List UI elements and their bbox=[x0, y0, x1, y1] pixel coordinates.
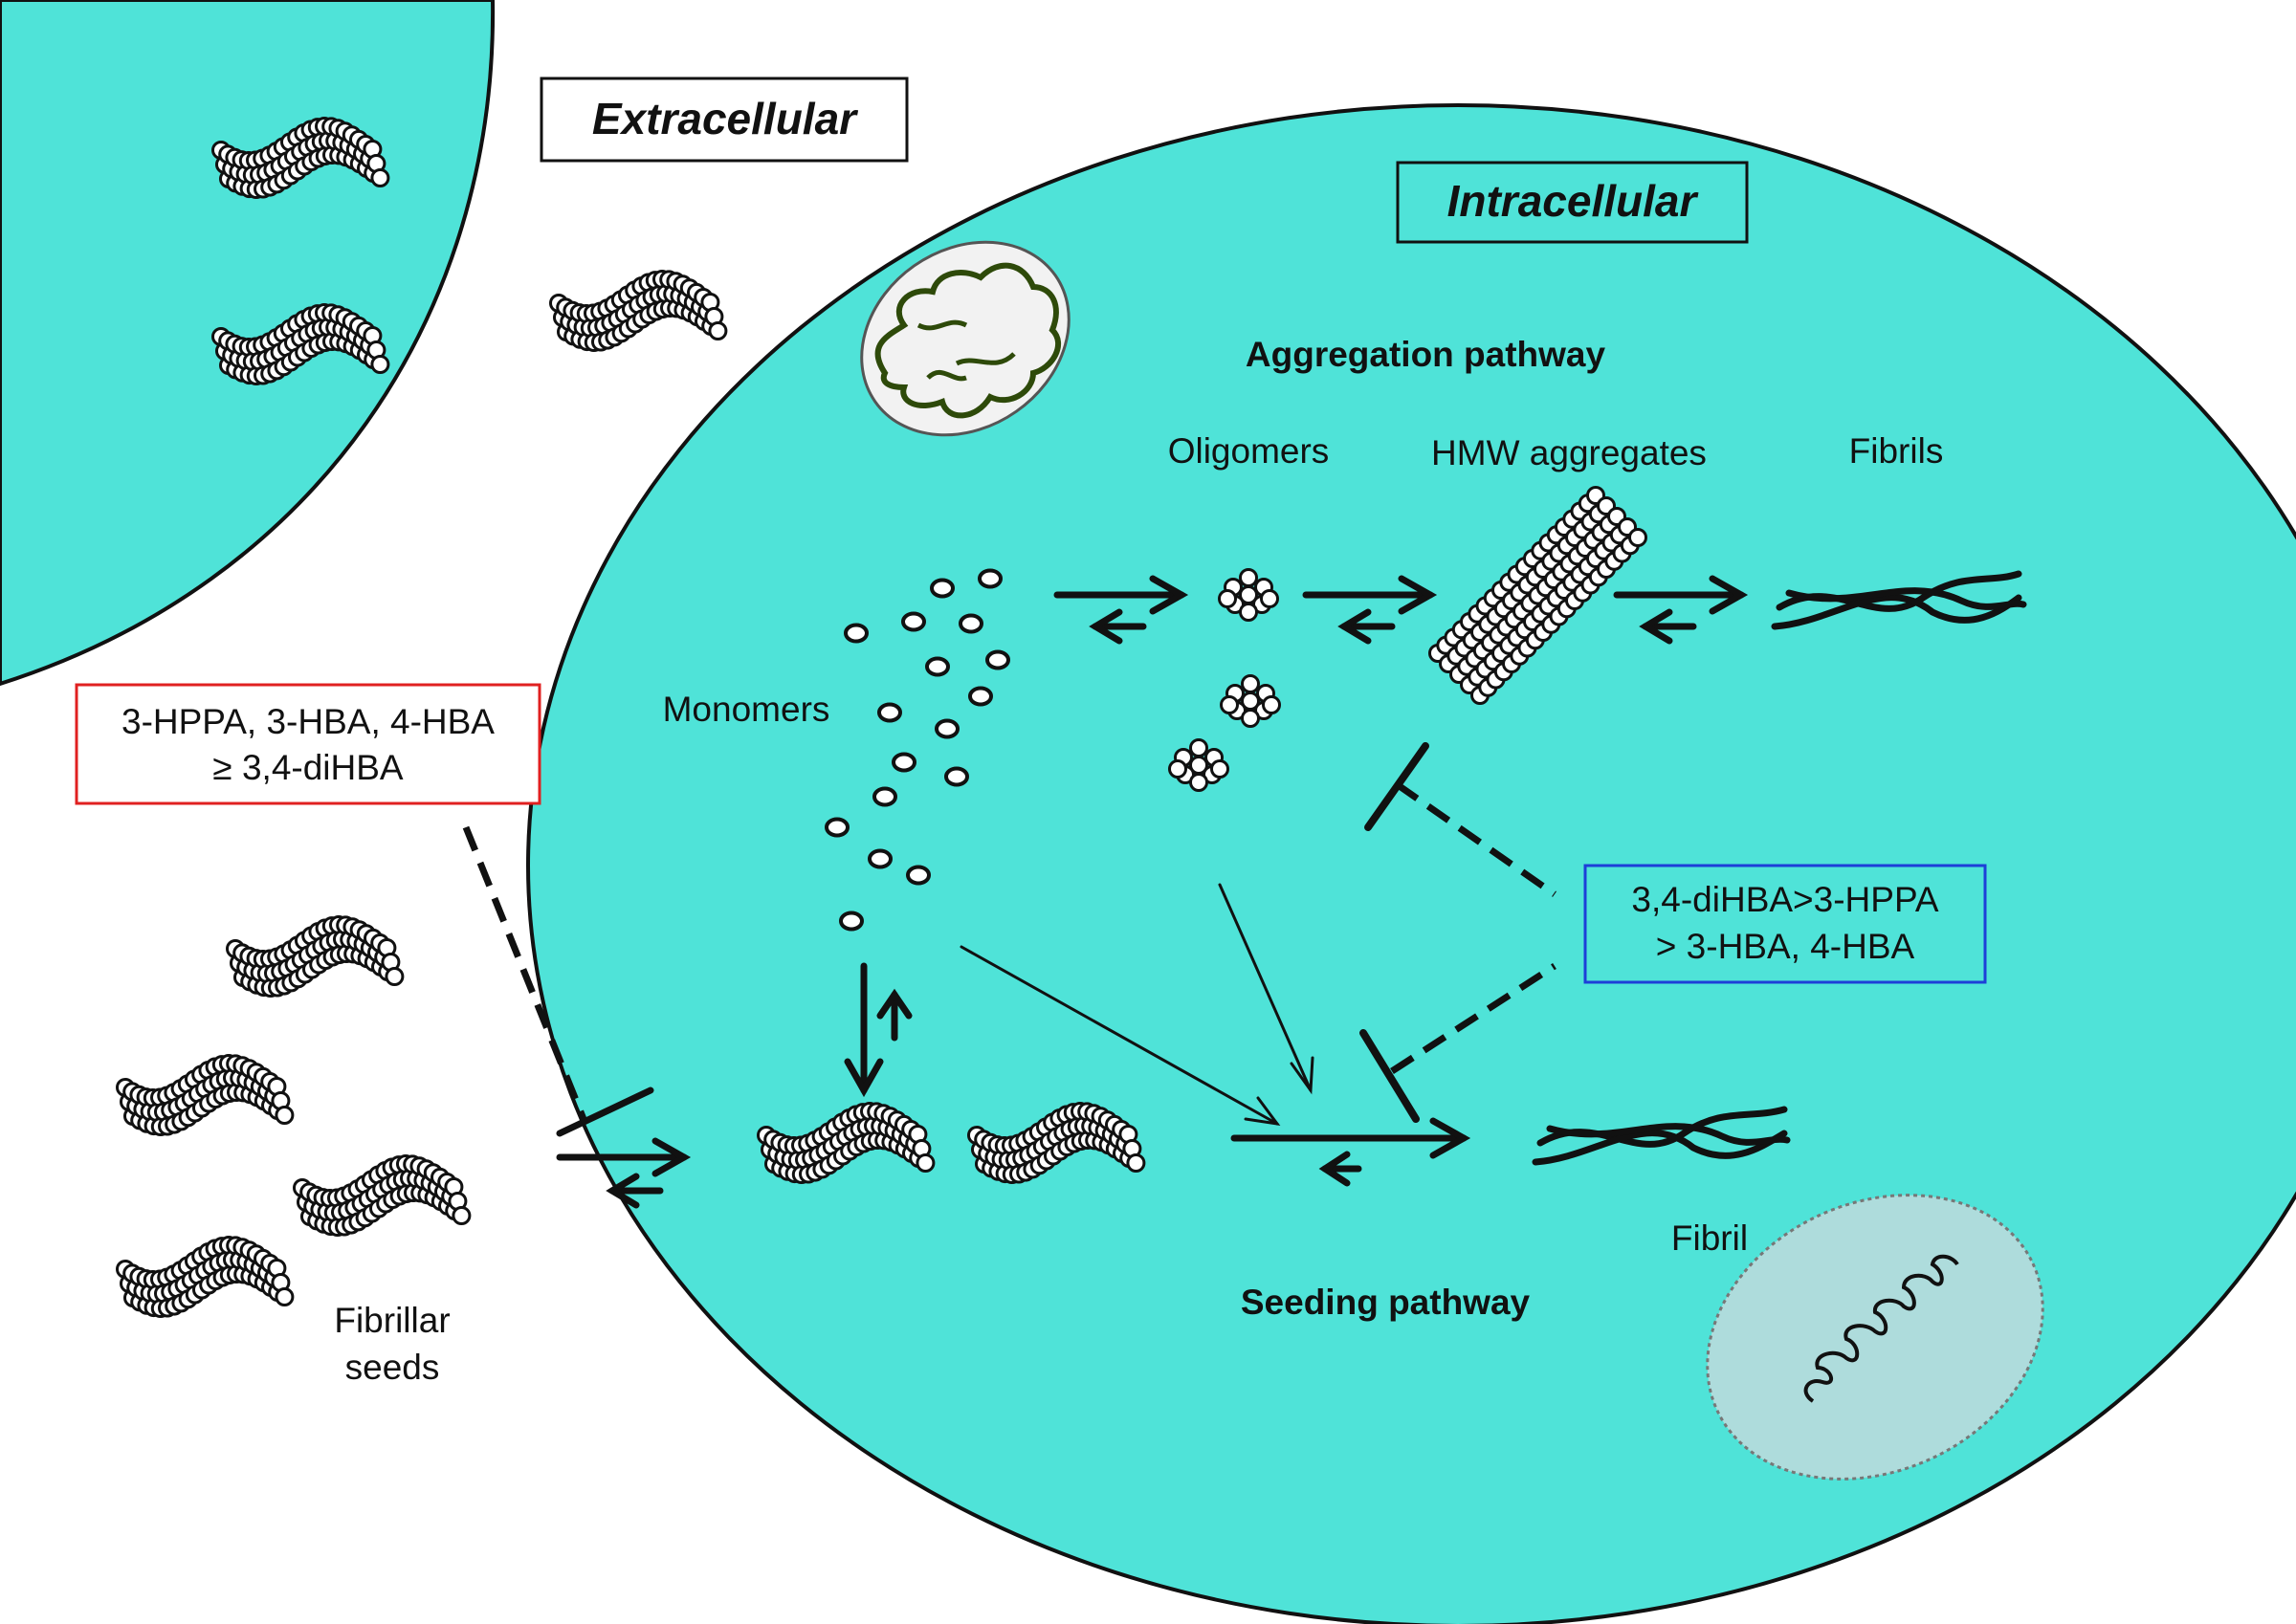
monomer bbox=[872, 786, 897, 807]
seed-entry-arrows bbox=[556, 1086, 692, 1209]
monomers-label: Monomers bbox=[663, 690, 830, 729]
bead bbox=[708, 321, 728, 340]
bead bbox=[1168, 759, 1187, 779]
intracellular-box bbox=[1396, 161, 1749, 244]
monomer bbox=[877, 702, 902, 723]
bead-chain bbox=[116, 1054, 295, 1136]
intracellular-label: Intracellular bbox=[1447, 176, 1699, 226]
monomer-seed-arrows bbox=[844, 962, 913, 1098]
aggregation-pathway-label: Aggregation pathway bbox=[1246, 335, 1606, 374]
main-cell bbox=[526, 103, 2296, 1624]
monomer bbox=[968, 686, 993, 707]
monomer bbox=[944, 766, 969, 787]
fibrillar-seeds-label-line1: Fibrillar bbox=[334, 1301, 450, 1340]
bead bbox=[1241, 674, 1260, 693]
bead bbox=[275, 1287, 295, 1306]
monomer bbox=[935, 718, 960, 739]
bead bbox=[1239, 603, 1258, 622]
monomer bbox=[930, 578, 955, 599]
seeding-arrows bbox=[1230, 1117, 1471, 1187]
hmw-aggregates-label: HMW aggregates bbox=[1431, 433, 1707, 472]
bead bbox=[1218, 589, 1237, 608]
bead bbox=[1189, 738, 1208, 757]
extracellular-inhibitor-line2: ≥ 3,4-diHBA bbox=[212, 748, 404, 787]
bead bbox=[452, 1206, 472, 1225]
bead-chain bbox=[549, 270, 728, 352]
extracellular-box bbox=[540, 77, 909, 163]
monomer bbox=[844, 623, 869, 644]
intracellular-inhibitor-box bbox=[1583, 864, 1987, 984]
bead bbox=[1262, 695, 1281, 714]
bead bbox=[1210, 759, 1229, 779]
bead bbox=[1241, 709, 1260, 728]
fibrillar-seeds-label-line2: seeds bbox=[345, 1348, 440, 1387]
extracellular-inhibitor-line1: 3-HPPA, 3-HBA, 4-HBA bbox=[121, 702, 495, 741]
fibril-strands-top bbox=[1771, 570, 2027, 630]
monomer bbox=[906, 865, 931, 886]
monomer bbox=[839, 911, 864, 932]
intracellular-inhibitor-line1: 3,4-diHBA>3-HPPA bbox=[1631, 880, 1938, 919]
monomer bbox=[892, 752, 916, 773]
bead bbox=[1239, 568, 1258, 587]
monomer bbox=[959, 613, 983, 634]
bead bbox=[1220, 695, 1239, 714]
intracellular-inhibitor-line2: > 3-HBA, 4-HBA bbox=[1656, 927, 1915, 966]
aggregation-arrows bbox=[1053, 575, 1749, 645]
extracellular-label: Extracellular bbox=[592, 94, 858, 143]
monomer bbox=[868, 848, 893, 869]
seeding-pathway-label: Seeding pathway bbox=[1241, 1283, 1531, 1322]
bead-chain bbox=[226, 915, 405, 998]
bead bbox=[1628, 528, 1647, 547]
oligomers-label: Oligomers bbox=[1168, 431, 1330, 471]
bead bbox=[275, 1106, 295, 1125]
bead bbox=[1189, 773, 1208, 792]
vesicle-with-helix-icon bbox=[1706, 1194, 2044, 1481]
monomer bbox=[901, 611, 926, 632]
seeding-convergence-arrows bbox=[960, 883, 1314, 1127]
mitochondrion-icon bbox=[860, 240, 1071, 437]
bead bbox=[1260, 589, 1279, 608]
bead-chain bbox=[293, 1154, 472, 1237]
fibril-label: Fibril bbox=[1671, 1218, 1748, 1258]
bead bbox=[385, 967, 405, 986]
monomer bbox=[925, 656, 950, 677]
monomer bbox=[825, 817, 850, 838]
bead bbox=[916, 1153, 936, 1173]
fibril-strands-bottom bbox=[1532, 1106, 1791, 1166]
bead bbox=[370, 168, 390, 187]
bead-chain bbox=[116, 1236, 295, 1318]
monomer bbox=[978, 568, 1003, 589]
bead bbox=[1126, 1153, 1146, 1173]
monomer bbox=[985, 649, 1010, 670]
dashed-inhibitor-lines bbox=[462, 781, 1557, 1126]
fibrils-label: Fibrils bbox=[1849, 431, 1944, 471]
bead bbox=[370, 355, 390, 374]
extracellular-inhibitor-box bbox=[75, 683, 541, 805]
